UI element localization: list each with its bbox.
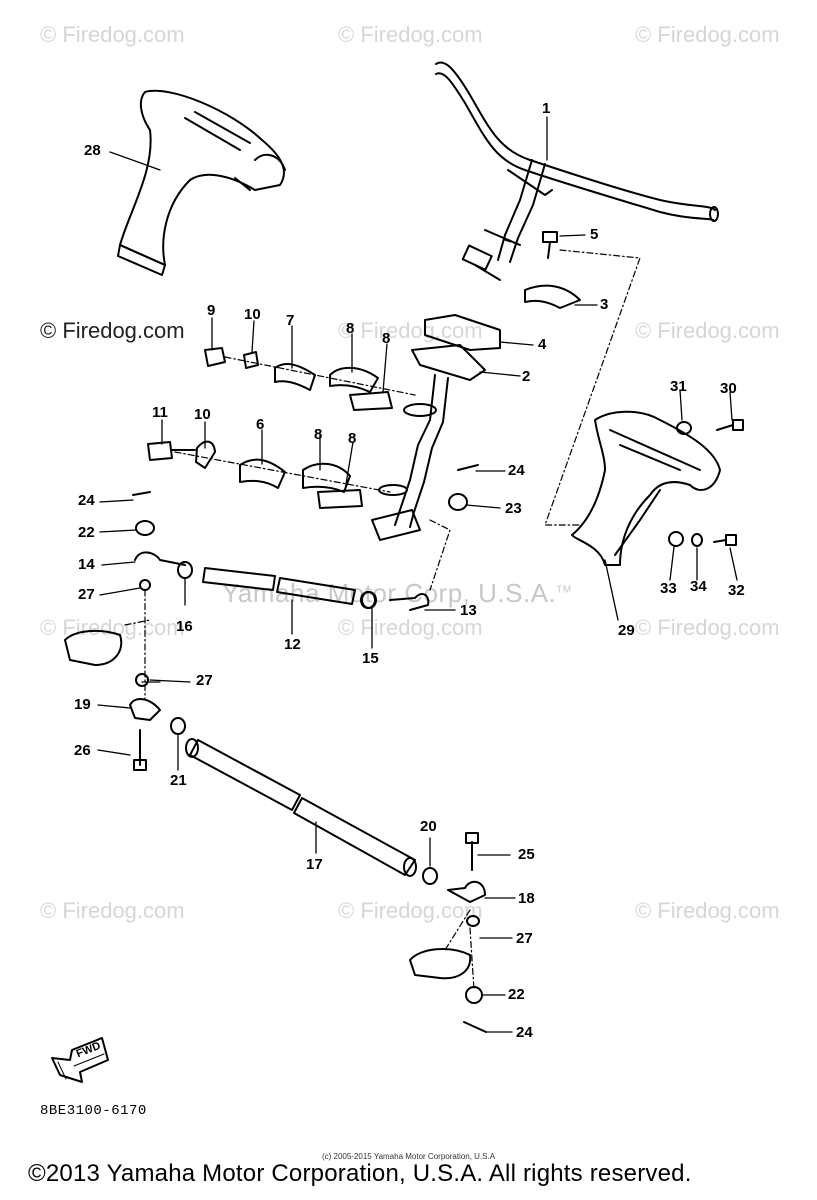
- callout-label: 34: [690, 578, 707, 595]
- watermark: © Firedog.com: [338, 898, 483, 923]
- callout-label: 24: [78, 492, 95, 509]
- short-tie-rod-part: [134, 551, 430, 611]
- trademark-mark: TM: [556, 584, 572, 596]
- callout-label: 23: [505, 500, 522, 517]
- small-credit-line: (c) 2005-2015 Yamaha Motor Corporation, …: [321, 1152, 496, 1161]
- callout-label: 33: [660, 580, 677, 597]
- callout-label: 27: [516, 930, 533, 947]
- callout-label: 8: [382, 330, 391, 347]
- small-bolt-part: [457, 464, 479, 471]
- callout-label: 30: [720, 380, 737, 397]
- callout-label: 24: [516, 1024, 533, 1041]
- callout-label: 8: [346, 320, 355, 337]
- callout-label: 19: [74, 696, 91, 713]
- callout-label: 7: [286, 312, 295, 329]
- callout-label: 13: [460, 602, 477, 619]
- nut-15-part: [360, 591, 376, 609]
- handlebar-cover-part: [117, 89, 286, 276]
- callout-label: 3: [600, 296, 609, 313]
- diagram-part-number: 8BE3100-6170: [40, 1103, 147, 1119]
- watermark: © Firedog.com: [338, 615, 483, 640]
- callout-label: 4: [538, 336, 547, 353]
- callout-label: 10: [194, 406, 211, 423]
- watermark: © Firedog.com: [40, 898, 185, 923]
- callout-label: 2: [522, 368, 531, 385]
- callout-label: 14: [78, 556, 95, 573]
- rear-cover-part: [571, 410, 721, 566]
- callout-label: 6: [256, 416, 265, 433]
- callout-label: 28: [84, 142, 101, 159]
- watermark: © Firedog.com: [338, 318, 483, 343]
- left-ball-joint-stack: [64, 491, 186, 771]
- upper-row-parts: [204, 347, 393, 411]
- watermark: © Firedog.com: [40, 22, 185, 47]
- callout-label: 21: [170, 772, 187, 789]
- callout-label: 11: [152, 404, 168, 421]
- callout-label: 8: [314, 426, 323, 443]
- watermark: © Firedog.com: [40, 615, 185, 640]
- callout-label: 1: [542, 100, 551, 117]
- watermark: © Firedog.com: [635, 615, 780, 640]
- middle-row-parts: [147, 440, 363, 509]
- watermark: © Firedog.com: [635, 22, 780, 47]
- callout-label: 18: [518, 890, 535, 907]
- callout-label: 31: [670, 378, 687, 395]
- callout-label: 24: [508, 462, 525, 479]
- bolt-part: [542, 231, 558, 259]
- callout-label: 5: [590, 226, 599, 243]
- callout-label: 25: [518, 846, 535, 863]
- callout-label: 10: [244, 306, 261, 323]
- watermark: © Firedog.com: [635, 318, 780, 343]
- callout-label: 27: [196, 672, 213, 689]
- callout-label: 22: [78, 524, 95, 541]
- steering-column-part: [371, 344, 486, 541]
- watermark: © Firedog.com: [338, 22, 483, 47]
- callout-label: 8: [348, 430, 357, 447]
- long-tie-rod-part: [185, 738, 417, 877]
- callout-label: 9: [207, 302, 216, 319]
- callout-label: 20: [420, 818, 437, 835]
- callout-label: 27: [78, 586, 95, 603]
- leader-lines: [97, 116, 738, 1033]
- nut-part: [448, 493, 468, 511]
- callout-label: 16: [176, 618, 193, 635]
- callout-label: 22: [508, 986, 525, 1003]
- alignment-lines: [124, 239, 641, 991]
- callout-label: 32: [728, 582, 745, 599]
- callout-label: 15: [362, 650, 379, 667]
- cover-fasteners: [668, 419, 744, 547]
- copyright-notice: ©2013 Yamaha Motor Corporation, U.S.A. A…: [28, 1160, 692, 1187]
- callout-label: 12: [284, 636, 301, 653]
- clamp-part: [524, 284, 581, 309]
- callout-label: 26: [74, 742, 91, 759]
- watermark: © Firedog.com: [635, 898, 780, 923]
- forward-arrow-icon: [51, 1037, 109, 1083]
- callout-label: 29: [618, 622, 635, 639]
- watermark: © Firedog.com: [40, 318, 185, 343]
- callout-label: 17: [306, 856, 323, 873]
- right-ball-joint-stack: [409, 832, 487, 1033]
- upper-plate-part: [424, 314, 501, 351]
- handlebar-part: [435, 61, 719, 281]
